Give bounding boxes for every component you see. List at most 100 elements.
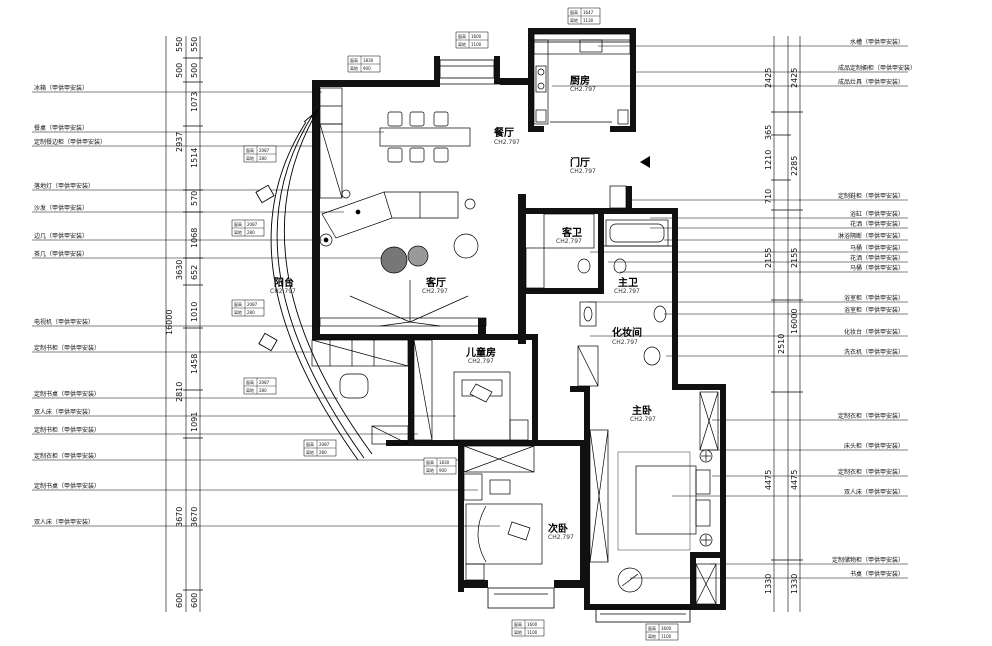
room-dressing-ch: CH2.797 [612,339,638,346]
svg-text:1647: 1647 [583,10,594,15]
label-tv: 电视机（甲供甲安装） [34,318,94,326]
svg-text:离地: 离地 [350,65,358,71]
stove-icon [535,65,547,93]
dim: 1068 [190,228,199,248]
dim: 2155 [764,248,773,268]
svg-text:离地: 离地 [306,449,314,455]
svg-text:280: 280 [247,230,255,235]
label-vanity-2: 浴室柜（甲供甲安装） [844,306,904,314]
label-shower-screen: 淋浴隔断（甲供甲安装） [838,232,904,240]
svg-text:窗高: 窗高 [570,9,578,15]
svg-text:280: 280 [319,450,327,455]
svg-text:2087: 2087 [247,222,258,227]
dim: 2425 [790,68,799,88]
storage-cabinet [695,563,717,605]
room-master-bath: 主卫 [618,276,638,289]
svg-text:1830: 1830 [363,58,374,63]
label-shoe-cabinet: 定制鞋柜（甲供甲安装） [838,192,904,200]
dim: 3670 [190,507,199,527]
dim: 1330 [790,574,799,594]
label-washer: 洗衣机（甲供甲安装） [844,348,904,356]
svg-text:离地: 离地 [234,229,242,235]
right-leader-lines [552,45,908,579]
room-balcony: 阳台 [274,276,294,289]
svg-text:900: 900 [439,468,447,473]
dim: 1330 [764,574,773,594]
svg-text:窗高: 窗高 [234,221,242,227]
dim: 1210 [764,150,773,170]
washer-icon [643,346,661,366]
dim: 1073 [190,92,199,112]
svg-text:窗高: 窗高 [514,621,522,627]
svg-text:1100: 1100 [661,634,672,639]
sideboard [319,123,343,199]
svg-text:离地: 离地 [570,17,578,23]
label-dining-table: 餐桌（甲供甲安装） [34,124,88,132]
label-desk-r: 书桌（甲供甲安装） [850,570,904,578]
label-toilet: 马桶（甲供甲安装） [850,244,904,252]
svg-text:1100: 1100 [527,630,538,635]
room-kitchen-ch: CH2.797 [570,86,596,93]
vanity-icon [579,301,597,327]
left-labels: 冰箱（甲供甲安装） 餐桌（甲供甲安装） 定制餐边柜（甲供甲安装） 落地灯（甲供甲… [34,84,106,526]
svg-text:离地: 离地 [246,387,254,393]
dim: 1458 [190,354,199,374]
svg-text:离地: 离地 [234,309,242,315]
label-shower: 花洒（甲供甲安装） [850,220,904,228]
kids-bed [453,371,511,441]
label-dresser: 化妆台（甲供甲安装） [844,328,904,336]
label-double-bed: 双人床（甲供甲安装） [34,408,94,416]
coffee-table-icon [380,246,408,274]
label-sideboard: 定制餐边柜（甲供甲安装） [34,138,106,146]
dim: 365 [764,125,773,140]
svg-text:1830: 1830 [439,460,450,465]
svg-text:280: 280 [259,156,267,161]
svg-text:2087: 2087 [319,442,330,447]
svg-text:离地: 离地 [648,633,656,639]
room-labels: 厨房 CH2.797 餐厅 CH2.797 门厅 CH2.797 客卫 CH2.… [270,74,656,541]
dim: 2810 [175,382,184,402]
room-dining-ch: CH2.797 [494,139,520,146]
side-table-icon [319,233,333,247]
sink-icon [579,39,603,53]
dim: 1514 [190,148,199,168]
label-bookcase: 定制书柜（甲供甲安装） [34,344,100,352]
tv-console [319,317,487,327]
room-second-ch: CH2.797 [548,534,574,541]
room-dressing: 化妆间 [612,326,642,339]
svg-text:280: 280 [259,388,267,393]
svg-text:1600: 1600 [527,622,538,627]
room-living: 客厅 [425,276,446,289]
svg-text:1600: 1600 [661,626,672,631]
left-outer-dims: 550 500 2937 3630 16000 2810 3670 600 [165,37,184,608]
desk-chair [617,567,643,593]
coffee-table-icon-2 [407,245,429,267]
label-fridge: 冰箱（甲供甲安装） [34,84,88,92]
room-master-bath-ch: CH2.797 [614,288,640,295]
room-foyer-ch: CH2.797 [570,168,596,175]
svg-text:窗高: 窗高 [648,625,656,631]
svg-text:窗高: 窗高 [246,147,254,153]
room-living-ch: CH2.797 [422,288,448,295]
master-wardrobe-2 [699,391,719,451]
toilet-icon-2 [613,258,627,274]
svg-text:离地: 离地 [458,41,466,47]
windows [439,33,691,623]
svg-text:900: 900 [363,66,371,71]
master-bed [635,465,697,535]
label-wardrobe-r2: 定制衣柜（甲供甲安装） [838,468,904,476]
dim: 16000 [165,310,174,335]
label-desk-2: 定制书桌（甲供甲安装） [34,482,100,490]
label-cabinet: 成品定制橱柜（甲供甲安装） [838,64,916,72]
left-leader-lines [32,91,500,527]
label-toilet-2: 马桶（甲供甲安装） [850,264,904,272]
svg-text:2087: 2087 [259,148,270,153]
second-bed [465,503,543,565]
dim: 570 [190,191,199,206]
furniture [311,39,719,605]
